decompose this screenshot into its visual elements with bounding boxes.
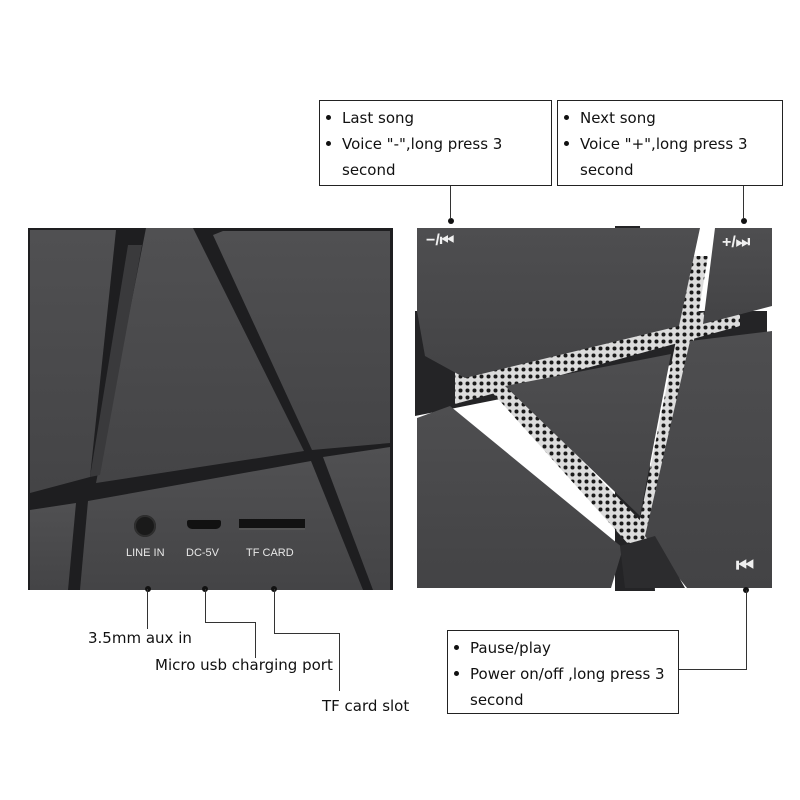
port-label-line-in: LINE IN <box>126 547 165 559</box>
callout-pause-play: Pause/play Power on/off ,long press 3 se… <box>447 630 679 714</box>
next-volume-up-icon[interactable]: +/⏭ <box>722 234 751 251</box>
leader-line-usb-h <box>205 622 255 623</box>
leader-line-aux <box>147 589 148 629</box>
speaker-side-view <box>28 228 393 590</box>
port-label-dc-5v: DC-5V <box>186 547 220 559</box>
annotation-aux-in: 3.5mm aux in <box>88 629 192 647</box>
annotation-micro-usb: Micro usb charging port <box>155 656 333 674</box>
port-label-tf-card: TF CARD <box>246 547 294 559</box>
leader-dot-next <box>741 218 747 224</box>
callout-last-song: Last song Voice "-",long press 3 second <box>319 100 552 186</box>
leader-line-usb-v2 <box>255 622 256 658</box>
leader-dot-prev <box>448 218 454 224</box>
callout-item-next-song: Next song <box>558 105 776 131</box>
leader-line-tf-h <box>274 633 339 634</box>
leader-line-tf <box>274 589 275 634</box>
speaker-top-view <box>415 226 772 591</box>
callout-item-power: Power on/off ,long press 3 second <box>448 661 672 713</box>
callout-item-voice-plus: Voice "+",long press 3 second <box>558 131 776 183</box>
callout-item-pause-play: Pause/play <box>448 635 672 661</box>
leader-line-tf-v2 <box>339 633 340 691</box>
audio-jack-icon <box>134 515 156 537</box>
callout-next-song: Next song Voice "+",long press 3 second <box>557 100 783 186</box>
leader-dot-aux <box>145 586 151 592</box>
micro-usb-port-icon <box>187 520 221 529</box>
leader-line-usb <box>205 589 206 623</box>
leader-line-next <box>743 186 744 219</box>
leader-line-play-h <box>679 669 747 670</box>
leader-line-play-v <box>746 590 747 670</box>
annotation-tf-card-slot: TF card slot <box>322 697 410 715</box>
previous-volume-down-icon[interactable]: −/⏮ <box>426 232 455 249</box>
tf-card-slot-icon <box>239 519 305 530</box>
play-pause-power-icon[interactable]: ⏮ <box>736 555 754 577</box>
callout-item-last-song: Last song <box>320 105 545 131</box>
callout-item-voice-minus: Voice "-",long press 3 second <box>320 131 545 183</box>
leader-line-prev <box>450 186 451 219</box>
